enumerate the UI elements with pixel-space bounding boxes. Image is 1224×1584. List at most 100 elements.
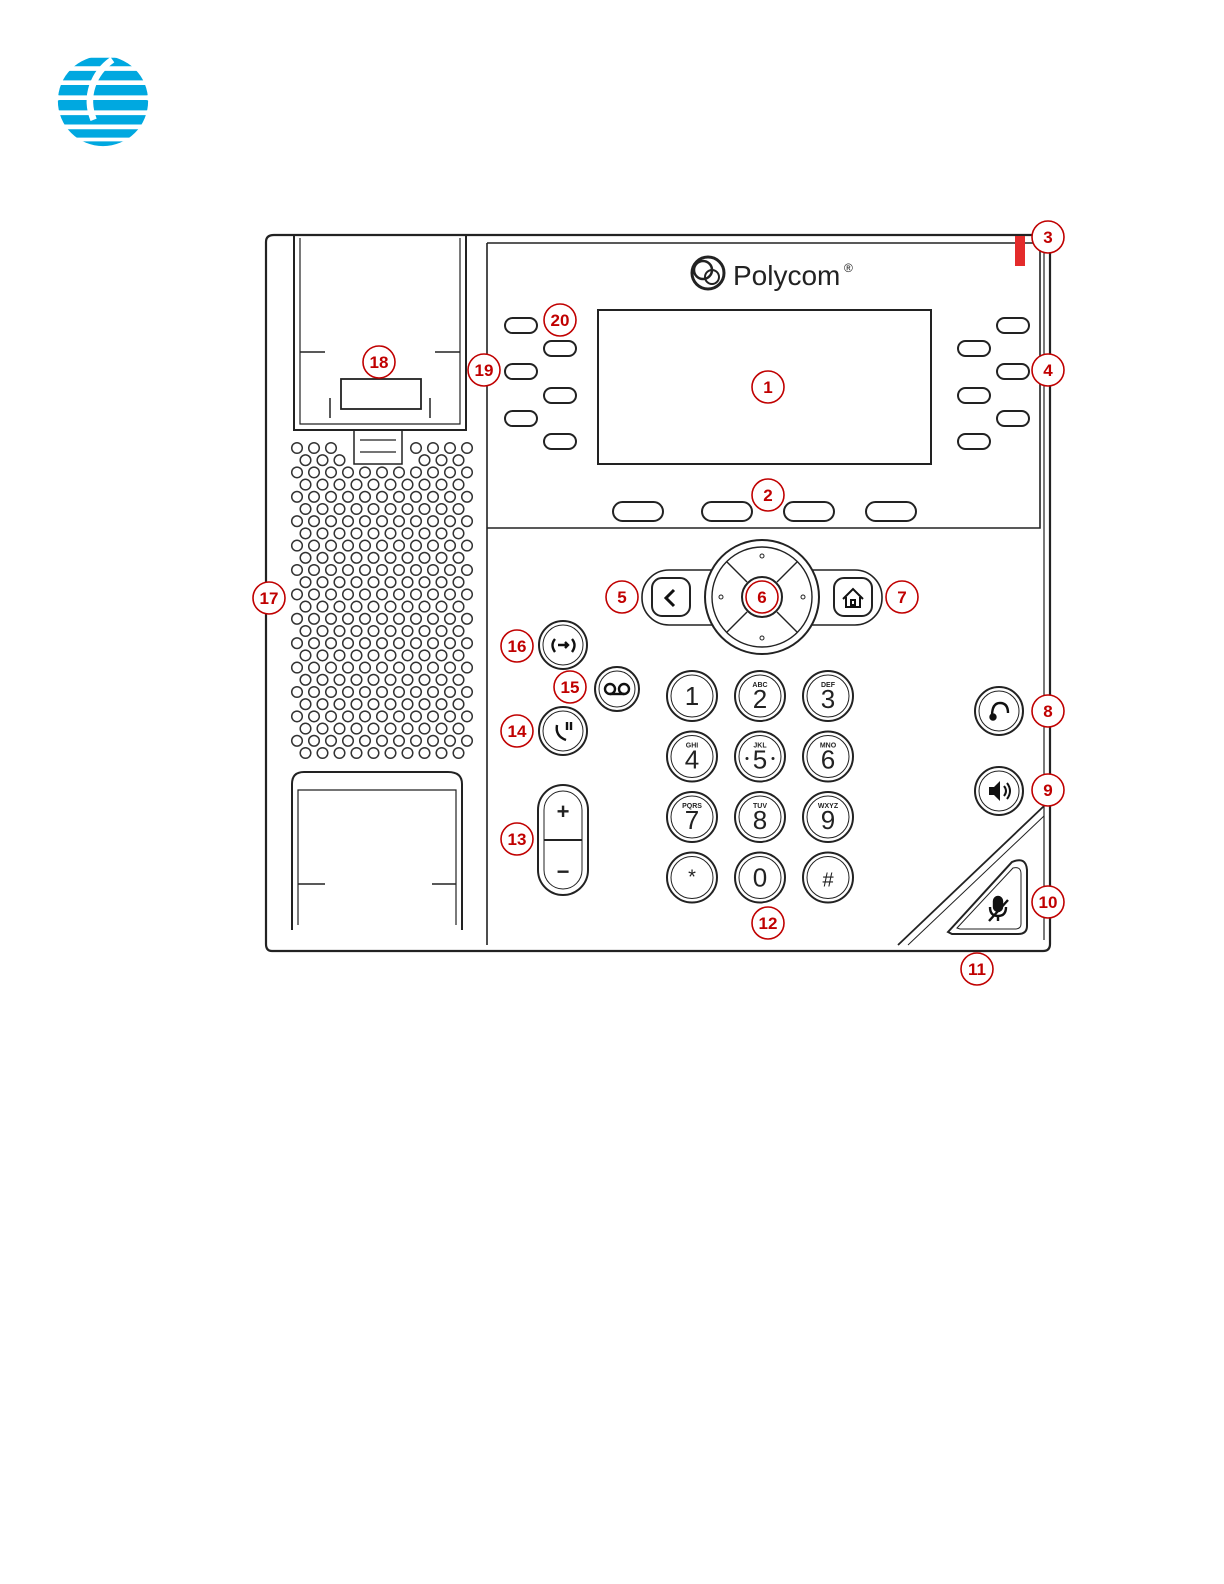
grille-hole	[453, 455, 464, 466]
grille-hole	[419, 723, 430, 734]
grille-hole	[292, 614, 303, 625]
volume-down-button[interactable]: −	[557, 859, 570, 884]
dialpad-key[interactable]: *	[667, 853, 717, 903]
volume-up-button[interactable]: +	[557, 799, 570, 824]
headset-key[interactable]	[975, 687, 1023, 735]
grille-hole	[436, 626, 447, 637]
dialpad-key[interactable]: 1	[667, 671, 717, 721]
line-key[interactable]	[958, 434, 990, 449]
grille-hole	[351, 528, 362, 539]
grille-hole	[368, 626, 379, 637]
grille-hole	[428, 589, 439, 600]
callout-17: 17	[253, 582, 285, 614]
messages-key[interactable]	[595, 667, 639, 711]
grille-hole	[334, 748, 345, 759]
dialpad-key-digit: 6	[821, 745, 835, 775]
grille-hole	[385, 748, 396, 759]
soft-key[interactable]	[613, 502, 663, 521]
back-key[interactable]	[652, 578, 690, 616]
dialpad-key[interactable]: 0	[735, 853, 785, 903]
grille-hole	[402, 675, 413, 686]
grille-hole	[326, 467, 337, 478]
line-key[interactable]	[958, 341, 990, 356]
grille-hole	[334, 650, 345, 661]
callout-label: 11	[968, 960, 986, 979]
line-key[interactable]	[505, 364, 537, 379]
hold-key[interactable]	[539, 707, 587, 755]
grille-hole	[300, 699, 311, 710]
grille-hole	[309, 540, 320, 551]
grille-hole	[351, 479, 362, 490]
grille-hole	[462, 467, 473, 478]
grille-hole	[445, 589, 456, 600]
grille-hole	[360, 736, 371, 747]
grille-hole	[411, 589, 422, 600]
dialpad-key-digit: *	[688, 867, 696, 889]
grille-hole	[419, 650, 430, 661]
grille-hole	[377, 687, 388, 698]
soft-key[interactable]	[784, 502, 834, 521]
grille-hole	[462, 638, 473, 649]
grille-hole	[411, 443, 422, 454]
grille-hole	[411, 614, 422, 625]
callout-label: 8	[1043, 702, 1052, 721]
line-key[interactable]	[505, 318, 537, 333]
line-key[interactable]	[997, 364, 1029, 379]
grille-hole	[402, 723, 413, 734]
grille-hole	[411, 516, 422, 527]
grille-hole	[292, 736, 303, 747]
grille-hole	[292, 516, 303, 527]
soft-key[interactable]	[866, 502, 916, 521]
line-key[interactable]	[544, 341, 576, 356]
grille-hole	[351, 748, 362, 759]
grille-hole	[445, 614, 456, 625]
mute-key[interactable]	[948, 860, 1027, 934]
home-key[interactable]	[834, 578, 872, 616]
callout-label: 7	[897, 588, 906, 607]
line-key[interactable]	[958, 388, 990, 403]
line-keys-left[interactable]	[505, 318, 576, 449]
line-key[interactable]	[997, 318, 1029, 333]
speaker-icon	[989, 781, 1010, 801]
grille-hole	[394, 687, 405, 698]
grille-hole	[334, 626, 345, 637]
grille-hole	[368, 528, 379, 539]
grille-hole	[445, 711, 456, 722]
callout-label: 13	[508, 830, 527, 849]
grille-hole	[385, 553, 396, 564]
grille-hole	[445, 662, 456, 673]
grille-hole	[411, 638, 422, 649]
grille-hole	[343, 589, 354, 600]
line-key[interactable]	[544, 388, 576, 403]
grille-hole	[334, 723, 345, 734]
grille-hole	[309, 711, 320, 722]
dialpad-key[interactable]: #	[803, 853, 853, 903]
grille-hole	[453, 553, 464, 564]
line-key[interactable]	[544, 434, 576, 449]
grille-hole	[385, 723, 396, 734]
grille-hole	[360, 492, 371, 503]
line-key[interactable]	[505, 411, 537, 426]
dialpad-key-digit: 3	[821, 684, 835, 714]
grille-hole	[428, 614, 439, 625]
grille-hole	[334, 528, 345, 539]
soft-key[interactable]	[702, 502, 752, 521]
callout-20: 20	[544, 304, 576, 336]
line-keys-right[interactable]	[958, 318, 1029, 449]
line-key[interactable]	[997, 411, 1029, 426]
grille-hole	[292, 565, 303, 576]
grille-hole	[394, 711, 405, 722]
grille-hole	[300, 601, 311, 612]
grille-hole	[343, 711, 354, 722]
grille-hole	[377, 565, 388, 576]
transfer-icon	[553, 639, 575, 652]
grille-hole	[334, 504, 345, 515]
